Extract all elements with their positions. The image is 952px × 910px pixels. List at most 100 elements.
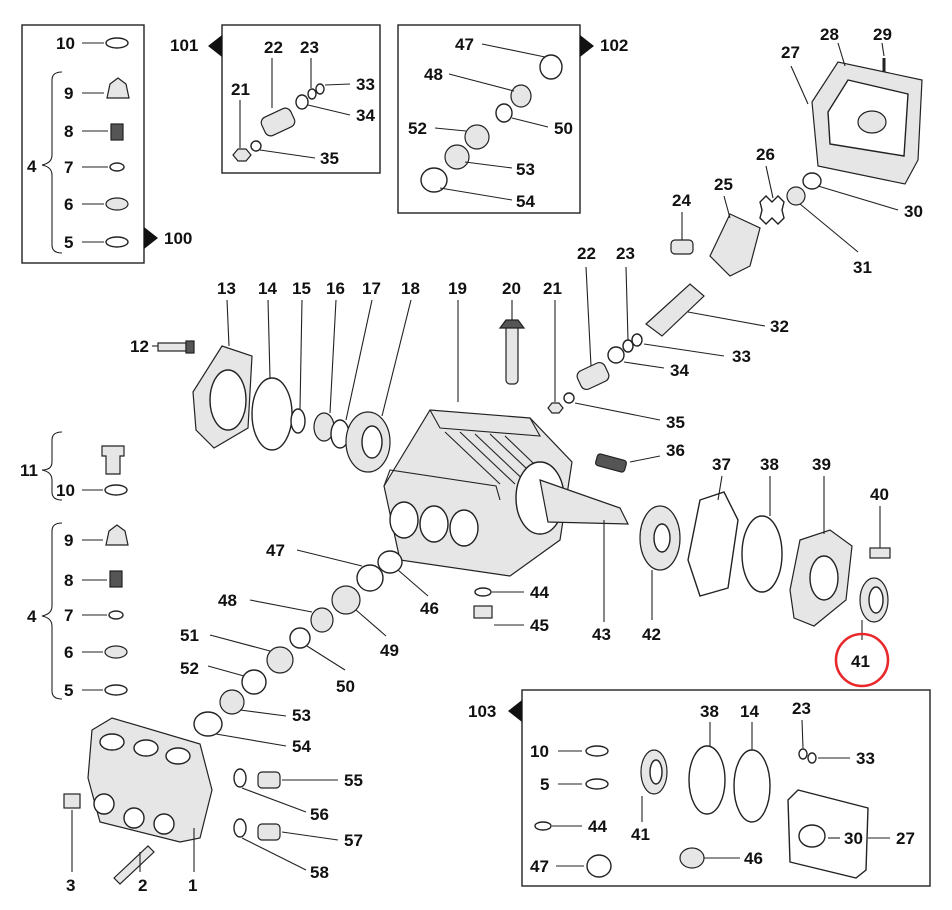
part-22-sleeve — [260, 107, 296, 137]
label-1: 1 — [188, 876, 197, 895]
kit-label-102: 102 — [600, 36, 628, 55]
brace-11 — [41, 431, 63, 501]
label-26: 26 — [756, 145, 775, 164]
part-56-oring — [233, 768, 247, 788]
label-47-main: 47 — [266, 541, 285, 560]
part-53-seal — [444, 144, 470, 170]
label-51: 51 — [180, 626, 199, 645]
kit-103-box — [521, 689, 931, 887]
kit-label-101: 101 — [170, 36, 198, 55]
crankcase-bore-1 — [389, 501, 419, 539]
part-44-oring-k103 — [534, 821, 552, 831]
part-10-oring-mid — [104, 484, 128, 496]
label-52-main: 52 — [180, 659, 199, 678]
kit-label-103: 103 — [468, 702, 496, 721]
part-27-gasket-k103 — [787, 789, 869, 879]
part-37-gasket — [687, 491, 739, 597]
part-39-bore — [809, 555, 839, 601]
label-27-top: 27 — [781, 43, 800, 62]
part-15-ring — [290, 408, 306, 434]
label-9-mid: 9 — [64, 531, 73, 550]
label-21-k101: 21 — [231, 80, 250, 99]
label-58: 58 — [310, 863, 329, 882]
manifold-port-1 — [99, 733, 125, 751]
label-46-k103: 46 — [744, 849, 763, 868]
part-18-bearing-bore — [361, 425, 383, 459]
label-23-k101: 23 — [300, 38, 319, 57]
label-7: 7 — [64, 158, 73, 177]
part-41-bore-k103 — [649, 759, 663, 785]
part-54-ring-main — [193, 711, 223, 737]
part-10-oring — [105, 37, 129, 49]
part-52-seal — [464, 124, 490, 150]
label-40: 40 — [870, 485, 889, 504]
part-38-oring-k103 — [688, 745, 726, 815]
part-21-nut — [232, 148, 252, 162]
label-35-k101: 35 — [320, 149, 339, 168]
part-31-plug — [786, 186, 806, 206]
part-32-conrod — [645, 283, 705, 337]
label-6-mid: 6 — [64, 643, 73, 662]
part-6-valve-plate — [105, 197, 129, 211]
part-10-oring-k103 — [585, 745, 609, 757]
label-30-top: 30 — [904, 202, 923, 221]
crankcase-bore-3 — [449, 509, 479, 547]
label-30-k103: 30 — [844, 829, 863, 848]
kit-100-pointer — [144, 227, 158, 249]
label-5-mid: 5 — [64, 681, 73, 700]
label-23-k103: 23 — [792, 699, 811, 718]
part-47-oring-main — [356, 564, 384, 592]
label-5-k103: 5 — [540, 775, 549, 794]
label-27-k103: 27 — [896, 829, 915, 848]
part-30-oring-k103 — [798, 824, 826, 848]
label-33-main: 33 — [732, 347, 751, 366]
part-26-clip — [759, 195, 785, 225]
label-7-mid: 7 — [64, 606, 73, 625]
part-7-valve-seat — [109, 162, 125, 172]
label-36: 36 — [666, 441, 685, 460]
part-57-plug — [257, 823, 281, 841]
part-47-oring — [539, 54, 563, 80]
part-20-dipstick — [505, 323, 519, 385]
label-45: 45 — [530, 616, 549, 635]
part-8-spring-mid — [109, 570, 123, 588]
label-10-mid: 10 — [56, 481, 75, 500]
label-48-k102: 48 — [424, 65, 443, 84]
label-38-k103: 38 — [700, 702, 719, 721]
part-8-spring — [110, 123, 124, 141]
manifold-port-3 — [165, 747, 191, 765]
part-5-oring-mid — [104, 684, 128, 696]
label-10-k103: 10 — [530, 742, 549, 761]
label-32: 32 — [770, 317, 789, 336]
part-48-seal — [510, 84, 532, 108]
part-44-oring — [474, 587, 492, 597]
label-50-main: 50 — [336, 677, 355, 696]
part-23-oring-main — [622, 339, 634, 353]
label-31: 31 — [853, 258, 872, 277]
label-41-k103: 41 — [631, 825, 650, 844]
part-2-bolt — [113, 845, 155, 885]
label-56: 56 — [310, 805, 329, 824]
part-21-nut-main — [547, 402, 564, 414]
label-25: 25 — [714, 175, 733, 194]
label-16: 16 — [326, 279, 345, 298]
label-14-k103: 14 — [740, 702, 759, 721]
label-39: 39 — [812, 455, 831, 474]
label-37: 37 — [712, 455, 731, 474]
part-33-oring-k103 — [807, 752, 817, 764]
kit-101-pointer — [208, 35, 222, 57]
cover-hole — [857, 110, 887, 134]
kit-101-box — [221, 24, 381, 174]
label-44-main: 44 — [530, 583, 549, 602]
label-53-main: 53 — [292, 706, 311, 725]
part-25-conrod-cap — [709, 213, 761, 277]
label-57: 57 — [344, 831, 363, 850]
label-3: 3 — [66, 876, 75, 895]
part-54-ring — [420, 167, 448, 193]
part-46-ring — [377, 550, 403, 574]
part-38-oring — [741, 515, 783, 593]
part-5-oring-k103 — [585, 778, 609, 790]
part-24-pin — [670, 239, 694, 255]
part-42-bore — [653, 523, 671, 553]
